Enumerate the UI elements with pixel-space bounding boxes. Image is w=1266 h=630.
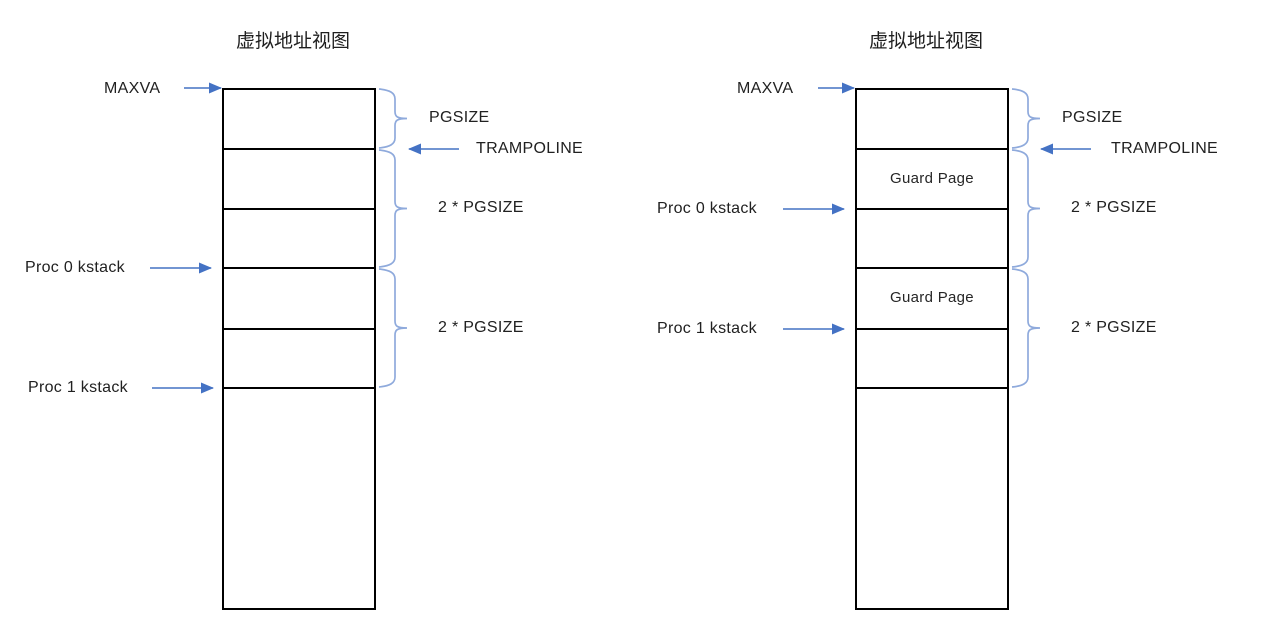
right-two-pgsize-lower-label: 2 * PGSIZE (1071, 319, 1157, 336)
right-proc1-kstack-label: Proc 1 kstack (657, 320, 757, 337)
right-pgsize-label: PGSIZE (1062, 109, 1123, 126)
right-divider-proc1 (857, 328, 1007, 330)
right-two-pgsize-upper-label: 2 * PGSIZE (1071, 199, 1157, 216)
right-pgsize-brace (1011, 88, 1041, 149)
right-two-pgsize-upper-brace (1011, 149, 1041, 268)
right-diagram-title: 虚拟地址视图 (868, 31, 983, 52)
left-maxva-label: MAXVA (104, 80, 161, 97)
left-trampoline-label: TRAMPOLINE (476, 140, 584, 157)
right-two-pgsize-lower-brace (1011, 268, 1041, 388)
right-divider-3 (857, 267, 1007, 269)
left-two-pgsize-upper-brace (378, 149, 408, 268)
left-diagram-title: 虚拟地址视图 (235, 31, 350, 52)
right-divider-trampoline (857, 148, 1007, 150)
right-divider-5 (857, 387, 1007, 389)
left-divider-trampoline (224, 148, 374, 150)
right-guard-page-upper-label: Guard Page (890, 170, 974, 187)
left-divider-4 (224, 328, 374, 330)
left-memory-box (222, 88, 376, 610)
left-pgsize-label: PGSIZE (429, 109, 490, 126)
left-two-pgsize-lower-brace (378, 268, 408, 388)
right-proc0-kstack-label: Proc 0 kstack (657, 200, 757, 217)
right-trampoline-label: TRAMPOLINE (1111, 140, 1219, 157)
left-divider-proc0 (224, 267, 374, 269)
left-pgsize-brace (378, 88, 408, 149)
right-maxva-label: MAXVA (737, 80, 794, 97)
right-guard-page-lower-label: Guard Page (890, 289, 974, 306)
left-two-pgsize-lower-label: 2 * PGSIZE (438, 319, 524, 336)
left-proc0-kstack-label: Proc 0 kstack (25, 259, 125, 276)
right-divider-proc0 (857, 208, 1007, 210)
left-proc1-kstack-label: Proc 1 kstack (28, 379, 128, 396)
left-divider-proc1 (224, 387, 374, 389)
left-divider-2 (224, 208, 374, 210)
left-two-pgsize-upper-label: 2 * PGSIZE (438, 199, 524, 216)
right-memory-box (855, 88, 1009, 610)
